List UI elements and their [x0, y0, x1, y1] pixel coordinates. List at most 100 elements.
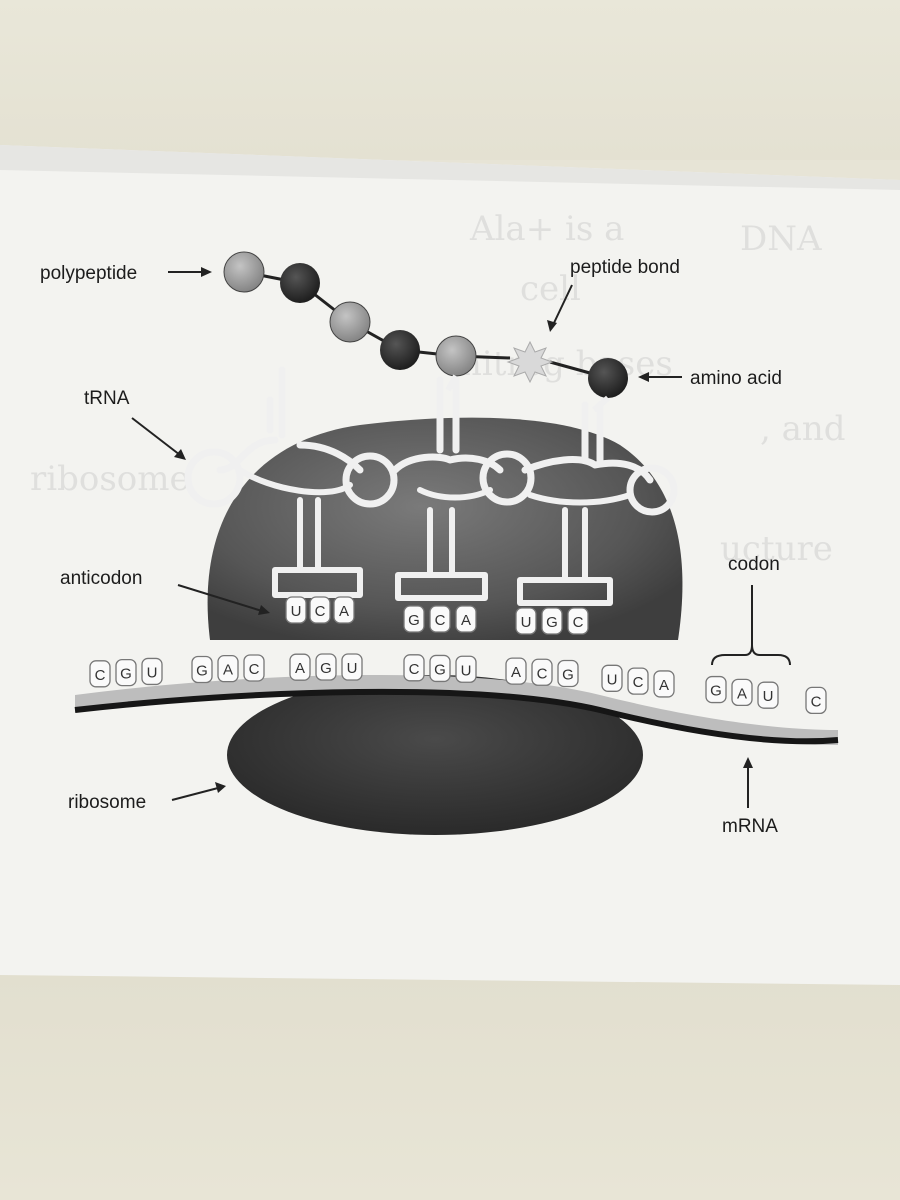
base-letter: A [223, 662, 233, 679]
polypeptide-chain [223, 251, 628, 413]
label-arrows [131, 267, 753, 808]
mrna-base: G [191, 655, 213, 684]
base-letter: C [95, 667, 106, 684]
mrna-base: C [627, 667, 649, 695]
label-codon: codon [728, 554, 780, 575]
svg-text:DNA: DNA [740, 219, 822, 259]
label-trna: tRNA [84, 388, 130, 409]
mrna-base: U [341, 653, 363, 681]
amino-acid-6 [588, 358, 628, 398]
mrna-base: U [455, 655, 477, 683]
mrna-base: U [601, 664, 623, 692]
svg-text:Ala+ is a: Ala+ is a [469, 209, 624, 249]
base-letter: C [811, 693, 822, 710]
anticodon-base: U [515, 607, 537, 635]
base-letter: G [562, 666, 574, 683]
base-letter: C [573, 614, 584, 631]
mrna-base: C [805, 686, 827, 715]
label-anticodon: anticodon [60, 568, 142, 589]
base-letter: G [320, 660, 332, 677]
svg-text:ribosome: ribosome [30, 459, 190, 499]
label-amino-acid: amino acid [690, 368, 782, 389]
base-letter: C [315, 603, 326, 620]
mrna-base: A [505, 657, 527, 685]
base-letter: G [434, 661, 446, 678]
base-letter: G [120, 666, 132, 683]
wall-background-top [0, 0, 900, 160]
anticodon-base: G [541, 607, 563, 635]
anticodon-base: C [567, 607, 589, 635]
base-letter: G [196, 662, 208, 679]
mrna-base: U [757, 681, 779, 709]
base-letter: U [461, 662, 472, 679]
svg-text:ucture: ucture [720, 529, 833, 569]
base-letter: G [546, 614, 558, 631]
anticodon-base: U [285, 596, 307, 624]
base-letter: G [408, 612, 420, 629]
mrna-base: C [403, 654, 425, 682]
anticodon-base: A [455, 605, 477, 633]
mrna-base: G [705, 675, 727, 704]
mrna-strand [74, 675, 839, 745]
amino-acid-3 [329, 301, 371, 343]
show-through-handwriting: Ala+ is a cell nitrog bases DNA , and ri… [30, 209, 846, 569]
mrna-base: G [557, 659, 579, 688]
base-letter: A [461, 612, 471, 629]
mrna-base: A [217, 655, 239, 683]
trna-1 [184, 366, 398, 598]
ribosome-small-subunit [227, 675, 643, 835]
base-letter: A [737, 685, 747, 702]
svg-text:, and: , and [760, 409, 846, 449]
trna-molecules [184, 366, 678, 606]
trna-2 [391, 376, 535, 601]
base-letter: U [291, 603, 302, 620]
trna-3 [517, 401, 678, 606]
anticodon-base: G [403, 605, 425, 633]
base-letter: A [295, 660, 305, 677]
mrna-base: G [315, 653, 337, 681]
anticodon-base: C [429, 605, 451, 633]
anticodon-base: A [333, 596, 355, 624]
peptide-bond-burst [506, 340, 554, 384]
label-peptide-bond: peptide bond [570, 257, 680, 278]
amino-acid-5 [435, 335, 477, 377]
wall-background-bottom [0, 975, 900, 1200]
base-letter: A [659, 677, 669, 694]
label-polypeptide: polypeptide [40, 263, 137, 284]
mrna-base: C [243, 654, 265, 682]
base-letter: A [339, 603, 349, 620]
amino-acid-2 [280, 263, 320, 303]
amino-acid-4 [380, 330, 420, 370]
mrna-base: U [141, 657, 163, 686]
anticodon-base: C [309, 596, 331, 624]
ribosome-large-subunit [207, 417, 683, 640]
base-letter: C [249, 661, 260, 678]
amino-acid-1 [223, 251, 265, 293]
mrna-base: A [731, 678, 753, 707]
mrna-base: C [89, 660, 111, 688]
base-letter: G [710, 683, 722, 700]
svg-text:nitrog bases: nitrog bases [460, 344, 673, 384]
base-letter: C [409, 661, 420, 678]
base-letter: U [147, 664, 158, 681]
base-letter: U [521, 614, 532, 631]
base-letter: C [435, 612, 446, 629]
base-letter: U [763, 688, 774, 705]
base-letter: C [537, 665, 548, 682]
mrna-base: A [289, 653, 311, 681]
base-letter: U [347, 660, 358, 677]
base-letter: A [511, 664, 521, 681]
paper-fold-strip [0, 145, 900, 190]
mrna-base: G [429, 654, 451, 683]
label-mrna: mRNA [722, 816, 778, 837]
mrna-base: C [531, 658, 553, 686]
mrna-base: G [115, 658, 137, 687]
mrna-base: A [653, 670, 675, 698]
base-letter: C [633, 674, 644, 691]
label-ribosome: ribosome [68, 792, 146, 813]
base-letter: U [607, 671, 618, 688]
